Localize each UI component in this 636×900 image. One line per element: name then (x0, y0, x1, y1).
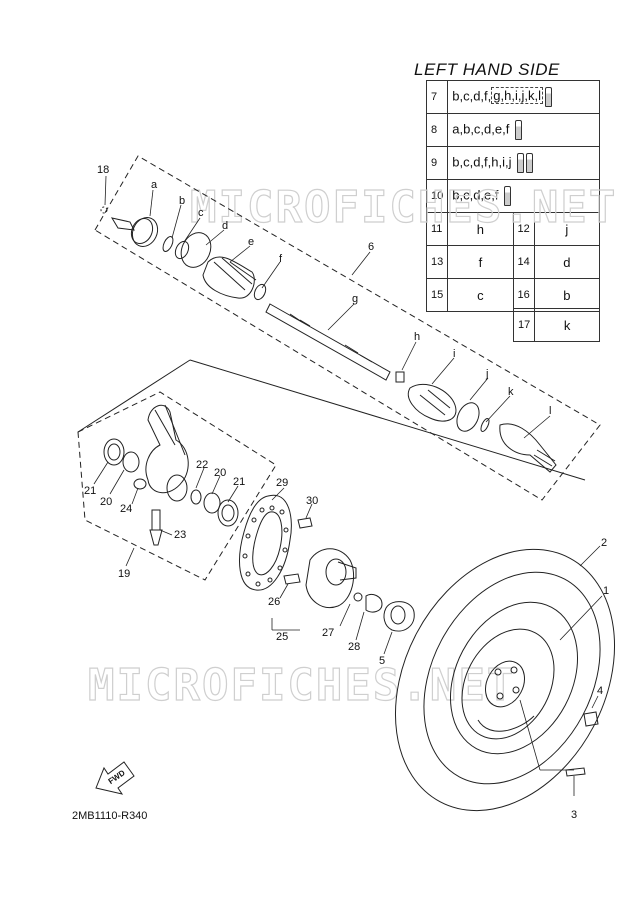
kit-row: 11 h 12 j (425, 212, 601, 246)
kit-table: 7 b,c,d,f,g,h,i,j,k,l 8 a,b,c,d,e,f 9 b,… (425, 80, 600, 213)
callout: k (508, 386, 514, 398)
lug-nut (583, 711, 599, 727)
callout: f (279, 253, 283, 265)
callout: 21 (84, 485, 96, 497)
callout: 26 (268, 596, 280, 608)
callout: g (352, 293, 358, 305)
kit-number: 8 (425, 113, 449, 147)
knuckle-assembly-box (77, 391, 277, 581)
callout: 20 (214, 467, 226, 479)
axle-nut (383, 601, 415, 632)
kit-letter: k (534, 308, 600, 342)
kit-letters: b,c,d,e,f (452, 187, 499, 203)
callout: h (414, 331, 420, 343)
kit-number: 17 (512, 308, 536, 342)
callout: 30 (306, 495, 318, 507)
kit-letter: d (533, 245, 601, 279)
callout: 25 (276, 631, 288, 643)
kit-number: 15 (425, 278, 449, 312)
drive-shaft-assembly (100, 206, 557, 473)
callout: e (248, 236, 254, 248)
callout: 1 (603, 585, 609, 597)
callout: 28 (348, 641, 360, 653)
callout: 21 (233, 476, 245, 488)
kit-letters-dashed: g,h,i,j,k,l (491, 87, 543, 105)
callout: 22 (196, 459, 208, 471)
kit-contents: a,b,c,d,e,f (447, 113, 600, 147)
callout: c (198, 207, 204, 219)
forward-arrow-icon (95, 761, 135, 795)
kit-row: 9 b,c,d,f,h,i,j (425, 146, 600, 180)
grease-tube-icon (526, 153, 534, 173)
callout: 29 (276, 477, 288, 489)
kit-contents: b,c,d,e,f (447, 179, 600, 213)
callout: l (549, 405, 551, 417)
brake-disc (239, 494, 292, 591)
kit-table-single-parts: 11 h 12 j 13 f 14 d 15 c 16 b (425, 212, 601, 312)
callout: j (485, 368, 488, 380)
callout: 4 (597, 685, 603, 697)
callout: 2 (601, 537, 607, 549)
watermark-top: MICROFICHES.NET (190, 182, 617, 233)
kit-letter: c (447, 278, 514, 312)
kit-number: 11 (425, 212, 449, 246)
kit-row: 13 f 14 d (425, 245, 601, 279)
shaft-assembly-box (94, 155, 601, 501)
callout: 18 (97, 164, 109, 176)
grease-tube-icon (504, 186, 512, 206)
callout: b (179, 195, 185, 207)
kit-letters: b,c,d,f, (452, 88, 492, 104)
callout: i (453, 348, 455, 360)
bolt (297, 517, 313, 529)
watermark-bottom: MICROFICHES.NET (88, 660, 515, 711)
callout: d (222, 220, 228, 232)
kit-table-last: 17 k (512, 308, 600, 342)
grease-tube-icon (517, 153, 525, 173)
kit-row: 7 b,c,d,f,g,h,i,j,k,l (425, 80, 600, 114)
callout: 3 (571, 809, 577, 821)
kit-letters: a,b,c,d,e,f (452, 121, 510, 137)
kit-row: 17 k (512, 308, 600, 342)
callout: 6 (368, 241, 374, 253)
wheel-hub (283, 548, 357, 608)
wheel-assembly (394, 548, 616, 812)
callout: a (151, 179, 158, 191)
kit-letter: j (533, 212, 601, 246)
kit-contents: b,c,d,f,h,i,j (447, 146, 600, 180)
diagram-title: LEFT HAND SIDE (414, 60, 560, 79)
kit-letter: b (533, 278, 601, 312)
grease-tube-icon (514, 120, 522, 140)
callout: 19 (118, 568, 130, 580)
valve-stem (565, 767, 586, 777)
washer (353, 592, 363, 602)
callout-labels: 18 a b c d e f 6 g h i j k l 21 20 24 22… (84, 164, 609, 821)
knuckle-assembly (103, 404, 239, 546)
kit-letter: f (447, 245, 514, 279)
callout: 20 (100, 496, 112, 508)
callout: 27 (322, 627, 334, 639)
callout: 23 (174, 529, 186, 541)
kit-row: 8 a,b,c,d,e,f (425, 113, 600, 147)
diagram-code: 2MB1110-R340 (72, 810, 148, 822)
grease-tube-icon (544, 87, 552, 107)
kit-number: 13 (425, 245, 449, 279)
callout: 5 (379, 655, 385, 667)
kit-number: 16 (512, 278, 535, 312)
nut (365, 593, 383, 613)
kit-letter: h (447, 212, 514, 246)
callout: 24 (120, 503, 132, 515)
kit-contents: b,c,d,f,g,h,i,j,k,l (447, 80, 600, 114)
kit-row: 15 c 16 b (425, 278, 601, 312)
kit-letters: b,c,d,f,h,i,j (452, 154, 512, 170)
